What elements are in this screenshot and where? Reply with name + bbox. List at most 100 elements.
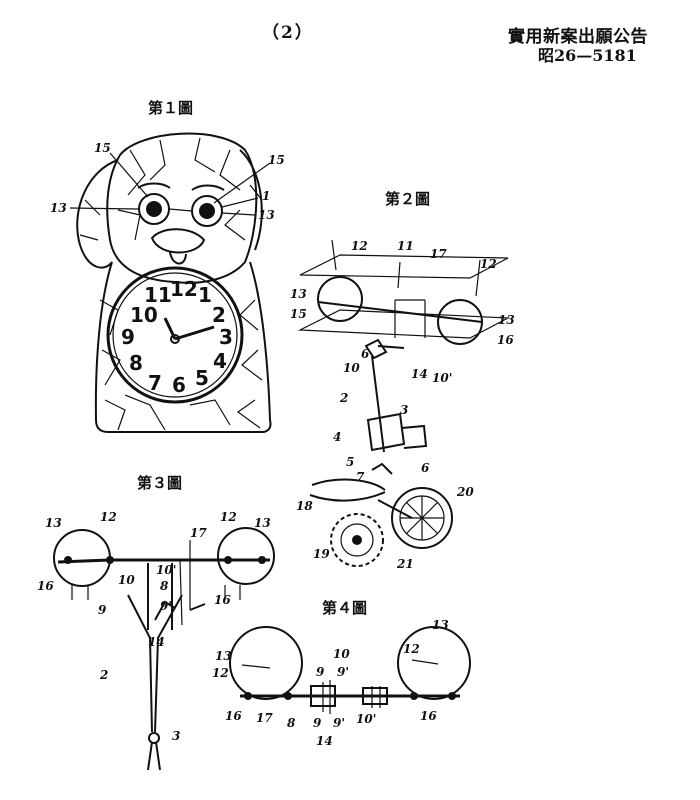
ref-numeral: 10': [356, 712, 376, 726]
ref-numeral: 5: [346, 455, 354, 469]
ref-numeral: 14: [411, 367, 428, 381]
dial-numeral: 8: [129, 351, 143, 375]
glasses-bridge: [168, 208, 193, 212]
eye-shaft: [57, 558, 270, 564]
cam-lines: [322, 680, 381, 714]
ref-numeral: 12: [100, 510, 117, 524]
dial-numeral: 4: [213, 349, 227, 373]
ref-numeral: 10': [432, 371, 452, 385]
right-eye-pupil: [199, 203, 215, 219]
stone-texture: [79, 137, 263, 431]
figure-1-label: 第１圖: [148, 99, 194, 117]
ref-numeral: 9: [98, 603, 107, 617]
dial-numeral: 6: [172, 373, 186, 397]
ref-numeral: 9: [316, 665, 325, 679]
escape-wheel: [330, 513, 384, 567]
ref-numeral: 13: [45, 516, 62, 530]
tongue: [169, 251, 187, 265]
ref-numeral: 6: [361, 347, 370, 361]
dog-head: [106, 132, 258, 284]
ref-numeral: 16: [420, 709, 437, 723]
ref-numeral: 4: [333, 430, 341, 444]
ref-numeral: 6: [421, 461, 430, 475]
eyebrows: [137, 182, 225, 191]
ref-numeral: 9': [160, 599, 172, 613]
pivot-yoke: [364, 338, 405, 360]
ref-numeral: 13: [432, 618, 449, 632]
ref-numeral: 17: [256, 711, 273, 725]
yoke-arms: [147, 563, 173, 630]
ref-numeral: 18: [296, 499, 313, 513]
figure-2-mechanism: 12 11 17 12 13 13 15 16 6 10 14 10' 2 3 …: [290, 239, 515, 571]
escape-wheel-hub: [352, 535, 362, 545]
ref-numeral: 12: [220, 510, 237, 524]
figure-3-front-view: 13 12 12 13 17 16 16 10 10' 9 8 9' 14 2 …: [37, 510, 275, 771]
ref-numeral: 3: [172, 729, 180, 743]
pendulum-tail: [147, 741, 161, 771]
ref-numeral: 3: [400, 403, 408, 417]
page-number: （2）: [262, 23, 314, 43]
ref-numeral: 9': [333, 716, 345, 730]
ref-numeral: 15: [290, 307, 307, 321]
link-arm: [371, 462, 393, 475]
ref-numeral: 13: [290, 287, 307, 301]
eye-shaft: [317, 301, 483, 323]
center-block: [394, 299, 426, 338]
figure-3-pins: [179, 540, 191, 626]
ref-numeral: 13: [50, 201, 67, 215]
figure-1-leaders: [69, 152, 271, 216]
figure-3-feet: [71, 585, 241, 600]
pendulum-pivot: [148, 732, 160, 744]
clock-inner-rim: [112, 272, 238, 398]
ref-numeral: 19: [313, 547, 330, 561]
publication-number: 昭26—5181: [538, 46, 637, 65]
ref-numeral: 2: [99, 668, 108, 682]
ref-numeral: 11: [397, 239, 414, 253]
ref-numeral: 20: [456, 485, 474, 499]
dial-numeral: 1: [198, 283, 212, 307]
figure-2-label: 第２圖: [385, 190, 431, 208]
snout: [150, 228, 206, 254]
ref-numeral: 15: [94, 141, 111, 155]
right-eyeball: [217, 527, 275, 585]
balance-wheel: [391, 487, 453, 549]
dial-numeral: 10: [130, 303, 158, 327]
figure-1-dog-clock: 11 12 1 10 2 9 3 8 4 7 6 5 15 15 1 13 13: [50, 132, 285, 433]
dial-numeral: 9: [121, 325, 135, 349]
clock-face: [106, 266, 244, 404]
ref-numeral: 1: [262, 189, 270, 203]
ref-numeral: 12: [212, 666, 229, 680]
ref-numeral: 16: [497, 333, 514, 347]
ref-numeral: 9': [337, 665, 349, 679]
ref-numeral: 2: [339, 391, 348, 405]
ref-numeral: 16: [225, 709, 242, 723]
ref-numeral: 10: [333, 647, 350, 661]
publication-title: 實用新案出願公告: [508, 27, 648, 47]
cam-block-right: [362, 687, 388, 705]
ref-numeral: 9: [313, 716, 322, 730]
dog-body: [94, 261, 272, 433]
ref-numeral: 16: [37, 579, 54, 593]
ref-numeral: 17: [430, 247, 447, 261]
dial-numeral: 3: [219, 325, 233, 349]
left-ear: [76, 159, 119, 269]
right-eyeball: [397, 626, 471, 700]
ref-numeral: 10: [118, 573, 135, 587]
ref-numeral: 21: [396, 557, 414, 571]
ref-numeral: 13: [498, 313, 515, 327]
ref-numeral: 13: [254, 516, 271, 530]
eye-pointers: [241, 659, 439, 669]
dial-numeral: 12: [170, 277, 198, 301]
clock-hub: [170, 334, 180, 344]
left-eyeball: [53, 529, 111, 587]
bracket: [366, 412, 428, 452]
pendulum-links: [127, 594, 183, 733]
ref-numeral: 15: [268, 153, 285, 167]
dial-numeral: 5: [195, 366, 209, 390]
figure-2-pins: [331, 239, 481, 297]
ref-numeral: 13: [215, 649, 232, 663]
dial-numeral: 11: [144, 283, 172, 307]
ref-numeral: 10': [156, 563, 176, 577]
dial-numeral: 7: [148, 371, 162, 395]
